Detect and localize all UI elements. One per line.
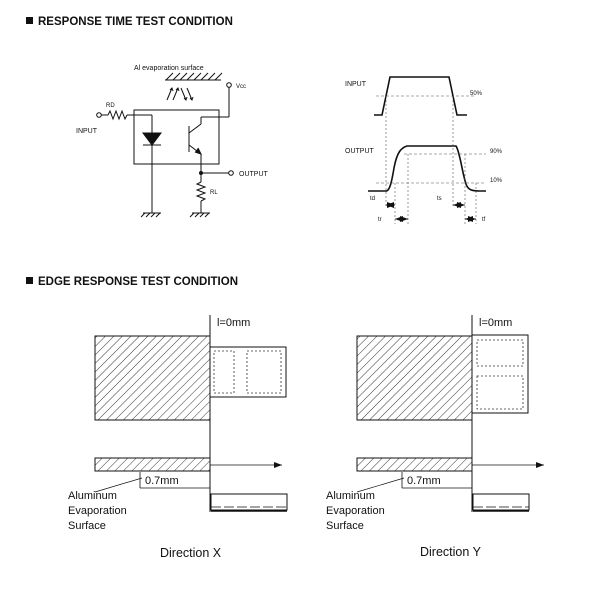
sensor-side-x (210, 493, 288, 511)
response-time-heading-text: RESPONSE TIME TEST CONDITION (38, 16, 233, 28)
sensor-face-x (209, 346, 287, 398)
tf-label: tf (482, 217, 486, 223)
edge-response-heading: EDGE RESPONSE TEST CONDITION (26, 276, 238, 288)
bullet-square-icon (26, 277, 33, 284)
surface-label-y-line1: Aluminum (326, 490, 375, 502)
output-terminal (228, 170, 234, 176)
input-label: INPUT (76, 128, 98, 135)
level-90-label: 90% (490, 149, 503, 155)
position-label-y: l=0mm (479, 317, 512, 329)
circuit-labels: Al evaporation surface Vcc RD INPUT OUTP… (76, 65, 269, 196)
photointerrupter-package (133, 109, 220, 165)
sensor-window-x-left (213, 350, 235, 394)
edge-direction-x: l=0mm 0.7mm Aluminum Evaporation Surface… (68, 315, 288, 560)
rd-label: RD (106, 103, 115, 109)
surface-label-y-line2: Evaporation (326, 505, 385, 517)
surface-label-x-line3: Surface (68, 520, 106, 532)
led-diode-icon (142, 132, 162, 146)
vcc-terminal (226, 82, 232, 88)
rd-resistor-icon (107, 109, 128, 121)
evaporation-surface-hatch (165, 72, 223, 81)
surface-label: Al evaporation surface (134, 65, 204, 72)
emitter-arrow-icon (194, 147, 202, 155)
response-circuit (96, 72, 234, 218)
edge-response-heading-text: EDGE RESPONSE TEST CONDITION (38, 276, 238, 288)
shield-plate-y (356, 335, 473, 421)
output-label: OUTPUT (239, 171, 269, 178)
evaporation-surface-x (94, 457, 211, 472)
gap-label-x: 0.7mm (145, 475, 179, 487)
timing-diagram (368, 76, 486, 224)
vcc-label: Vcc (236, 84, 246, 90)
rl-label: RL (210, 190, 218, 196)
direction-x-label: Direction X (160, 546, 222, 560)
surface-leader-y (356, 477, 405, 493)
light-arrows-icon (166, 87, 194, 101)
timing-labels: INPUT OUTPUT 50% 90% 10% td ts tr tf (345, 81, 503, 223)
tr-label: tr (378, 217, 382, 223)
timing-input-label: INPUT (345, 81, 367, 88)
timing-output-label: OUTPUT (345, 148, 375, 155)
bullet-square-icon (26, 17, 33, 24)
level-10-label: 10% (490, 178, 503, 184)
surface-label-x-line1: Aluminum (68, 490, 117, 502)
rl-resistor-icon (195, 181, 207, 202)
shield-plate-x (94, 335, 211, 421)
ts-label: ts (437, 196, 442, 202)
response-time-heading: RESPONSE TIME TEST CONDITION (26, 16, 233, 28)
surface-label-y-line3: Surface (326, 520, 364, 532)
sensor-side-y (472, 493, 530, 511)
timing-dimension-arrows (386, 202, 476, 222)
evaporation-surface-y (356, 457, 473, 472)
gap-label-y: 0.7mm (407, 475, 441, 487)
sensor-window-y-bottom (476, 375, 524, 410)
edge-direction-y: l=0mm 0.7mm Aluminum Evaporation Surface… (326, 315, 544, 559)
level-50-label: 50% (470, 91, 483, 97)
ground-icon (189, 212, 210, 218)
output-waveform (368, 145, 486, 192)
td-label: td (370, 196, 375, 202)
input-terminal (96, 112, 102, 118)
ground-icon (140, 212, 161, 218)
timing-reference-lines (385, 96, 477, 224)
surface-leader-x (94, 477, 143, 493)
sensor-face-y (471, 334, 529, 414)
surface-label-x-line2: Evaporation (68, 505, 127, 517)
sensor-window-x-right (246, 350, 282, 394)
direction-y-label: Direction Y (420, 545, 482, 559)
position-label-x: l=0mm (217, 317, 250, 329)
input-waveform (374, 76, 467, 116)
